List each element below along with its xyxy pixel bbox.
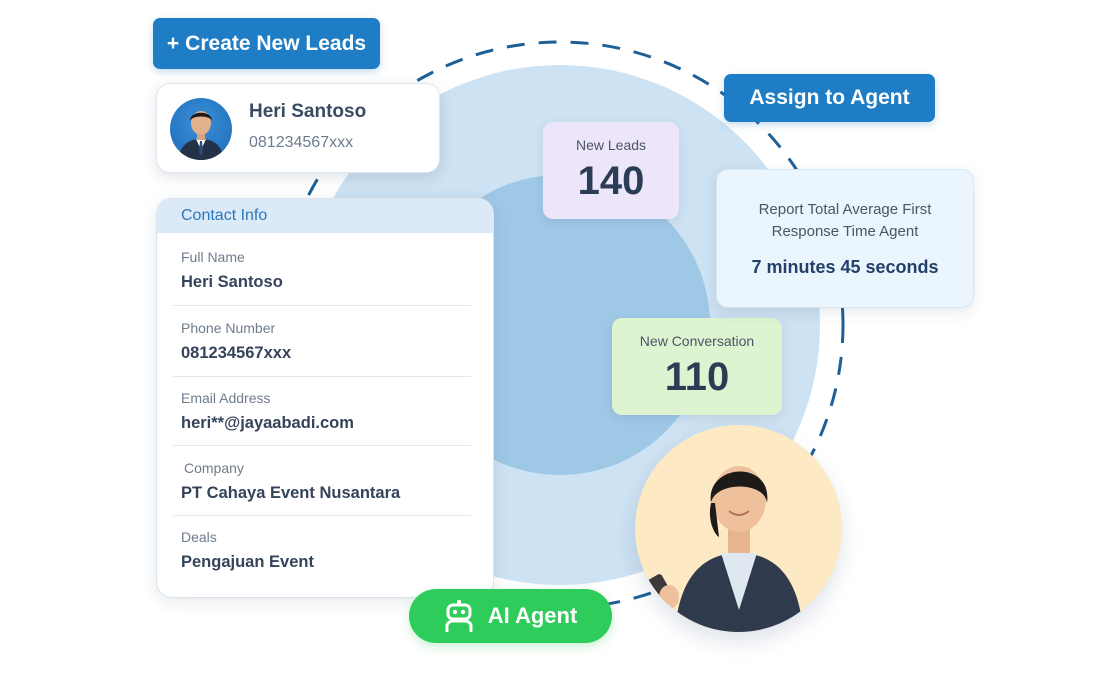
- field-value: 081234567xxx: [181, 344, 292, 362]
- agent-photo: [635, 425, 842, 632]
- new-leads-value: 140: [577, 159, 645, 203]
- field-label: Email Address: [181, 390, 271, 406]
- plus-icon: +: [166, 31, 180, 55]
- field-divider: [173, 376, 471, 377]
- contact-info-card: Contact Info Full Name Heri Santoso Phon…: [156, 198, 494, 598]
- robot-icon: [445, 600, 473, 632]
- field-deals: Deals Pengajuan Event: [181, 529, 471, 572]
- assign-to-agent-button[interactable]: Assign to Agent: [724, 74, 935, 122]
- profile-phone: 081234567xxx: [249, 134, 354, 151]
- field-value: Pengajuan Event: [181, 553, 314, 571]
- field-phone-number: Phone Number 081234567xxx: [181, 320, 471, 363]
- person-avatar-icon: [178, 111, 224, 160]
- field-divider: [173, 445, 471, 446]
- field-divider: [173, 515, 471, 516]
- field-divider: [173, 305, 471, 306]
- new-conversation-value: 110: [664, 355, 730, 399]
- ai-agent-label: AI Agent: [487, 603, 578, 628]
- field-label: Company: [184, 460, 244, 476]
- report-title: Report Total Average First Response Time…: [758, 201, 932, 240]
- field-full-name: Full Name Heri Santoso: [181, 249, 471, 292]
- field-email-address: Email Address heri**@jayaabadi.com: [181, 390, 471, 433]
- create-new-leads-button[interactable]: + Create New Leads: [153, 18, 380, 69]
- field-label: Phone Number: [181, 320, 276, 336]
- ai-agent-button[interactable]: AI Agent: [409, 589, 612, 643]
- create-new-leads-label: Create New Leads: [185, 31, 367, 55]
- report-card: Report Total Average First Response Time…: [716, 169, 974, 308]
- new-leads-label: New Leads: [575, 137, 647, 153]
- avatar: [170, 98, 232, 160]
- field-label: Full Name: [181, 249, 245, 265]
- field-company: Company PT Cahaya Event Nusantara: [181, 460, 471, 503]
- new-conversation-label: New Conversation: [639, 333, 755, 349]
- contact-info-header: Contact Info: [157, 199, 493, 233]
- agent-person-icon: [647, 466, 803, 632]
- lead-profile-card[interactable]: Heri Santoso 081234567xxx: [156, 83, 440, 173]
- new-conversation-card: New Conversation 110: [612, 318, 782, 415]
- field-value: heri**@jayaabadi.com: [181, 414, 354, 432]
- field-value: PT Cahaya Event Nusantara: [181, 484, 401, 502]
- field-label: Deals: [181, 529, 217, 545]
- new-leads-card: New Leads 140: [543, 122, 679, 219]
- profile-name: Heri Santoso: [249, 101, 367, 122]
- field-value: Heri Santoso: [181, 273, 283, 291]
- report-value: 7 minutes 45 seconds: [751, 257, 939, 277]
